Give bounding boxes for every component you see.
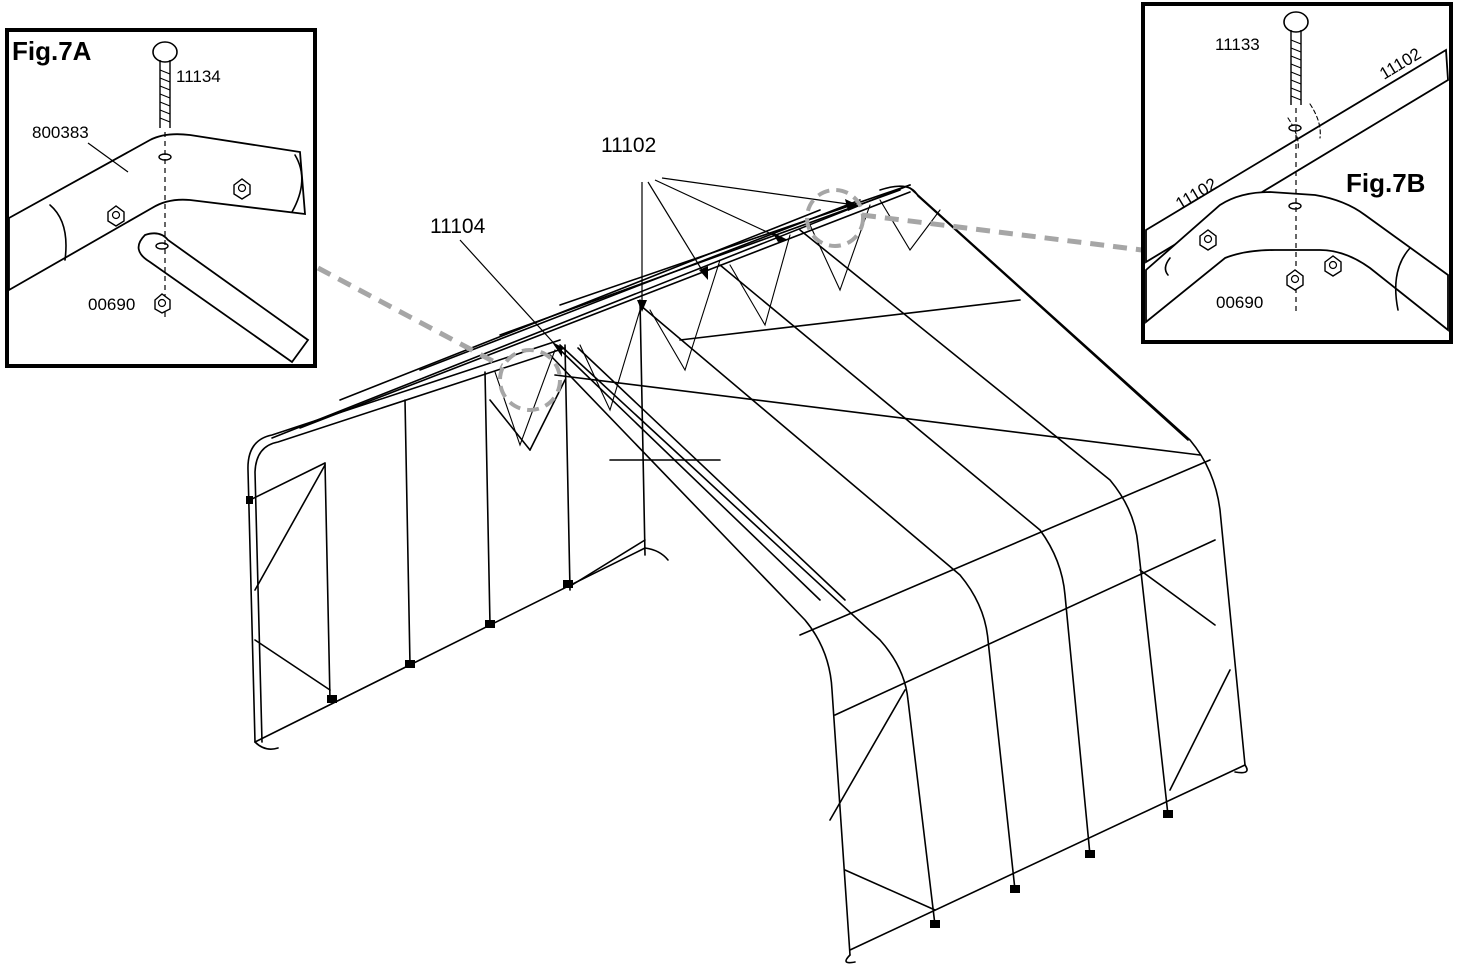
leader-7b <box>861 212 1143 253</box>
fig-7a-nut-label: 00690 <box>88 295 135 314</box>
ridge-connector-label: 11104 <box>430 215 486 238</box>
fig-7b-inset: Fig.7B 11133 11102 11102 0 <box>1141 2 1453 344</box>
leader-7a <box>316 265 504 369</box>
detail-circle-7b <box>805 188 865 248</box>
fig-7b-bolt-label: 11133 <box>1215 35 1260 54</box>
nut-icon <box>1199 229 1217 251</box>
ridge-pipe-arrows <box>459 177 860 357</box>
side-rails <box>554 299 1248 964</box>
fig-7a-bolt-label: 11134 <box>176 67 221 86</box>
greenhouse-frame <box>246 184 1248 964</box>
nut-icon <box>154 293 171 314</box>
ridge-pipe-label: 11102 <box>601 134 656 157</box>
fig-7b-nut-label: 00690 <box>1216 293 1263 312</box>
detail-circle-7a <box>498 348 562 412</box>
fig-7a-inset: Fig.7A 11134 800383 00690 <box>5 28 317 368</box>
fig-7a-title: Fig.7A <box>12 36 92 66</box>
roof-arches <box>549 187 1246 956</box>
fig-7a-connector-label: 800383 <box>32 123 89 142</box>
nut-icon <box>233 178 251 200</box>
nut-icon <box>1286 269 1304 291</box>
roof-purlins <box>271 184 1189 601</box>
nut-icon <box>107 205 125 227</box>
fig-7b-title: Fig.7B <box>1346 168 1425 198</box>
nut-icon <box>1324 255 1342 277</box>
